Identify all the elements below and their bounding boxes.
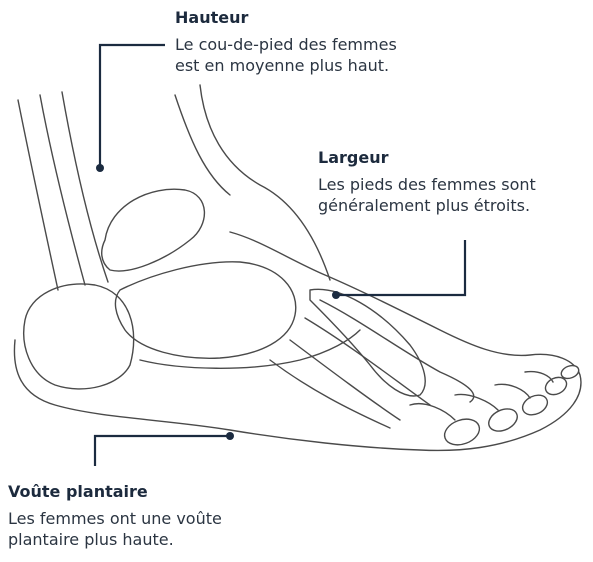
largeur-description: Les pieds des femmes sont généralement p…	[318, 174, 593, 216]
leg-outline	[18, 85, 330, 290]
hauteur-title: Hauteur	[175, 8, 495, 28]
metatarsal-bones	[270, 289, 474, 428]
voute-desc-line-1: Les femmes ont une voûte	[8, 509, 222, 528]
voute-title: Voûte plantaire	[8, 482, 308, 502]
heel-bone	[24, 284, 134, 389]
cuneiform-bone	[140, 330, 360, 368]
hauteur-desc-line-2: est en moyenne plus haut.	[175, 56, 389, 75]
voute-leader	[95, 432, 234, 466]
hauteur-callout: Hauteur Le cou-de-pied des femmes est en…	[175, 8, 495, 76]
largeur-callout: Largeur Les pieds des femmes sont généra…	[318, 148, 593, 216]
hauteur-description: Le cou-de-pied des femmes est en moyenne…	[175, 34, 495, 76]
largeur-desc-line-1: Les pieds des femmes sont	[318, 175, 536, 194]
largeur-leader	[332, 240, 465, 299]
voute-description: Les femmes ont une voûte plantaire plus …	[8, 508, 308, 550]
voute-callout: Voûte plantaire Les femmes ont une voûte…	[8, 482, 308, 550]
hauteur-desc-line-1: Le cou-de-pied des femmes	[175, 35, 397, 54]
navicular-bone	[115, 262, 295, 358]
largeur-desc-line-2: généralement plus étroits.	[318, 196, 530, 215]
hauteur-leader	[96, 45, 165, 172]
toe-bones	[410, 363, 581, 449]
talus-bone	[102, 189, 205, 271]
largeur-title: Largeur	[318, 148, 593, 168]
voute-desc-line-2: plantaire plus haute.	[8, 530, 174, 549]
